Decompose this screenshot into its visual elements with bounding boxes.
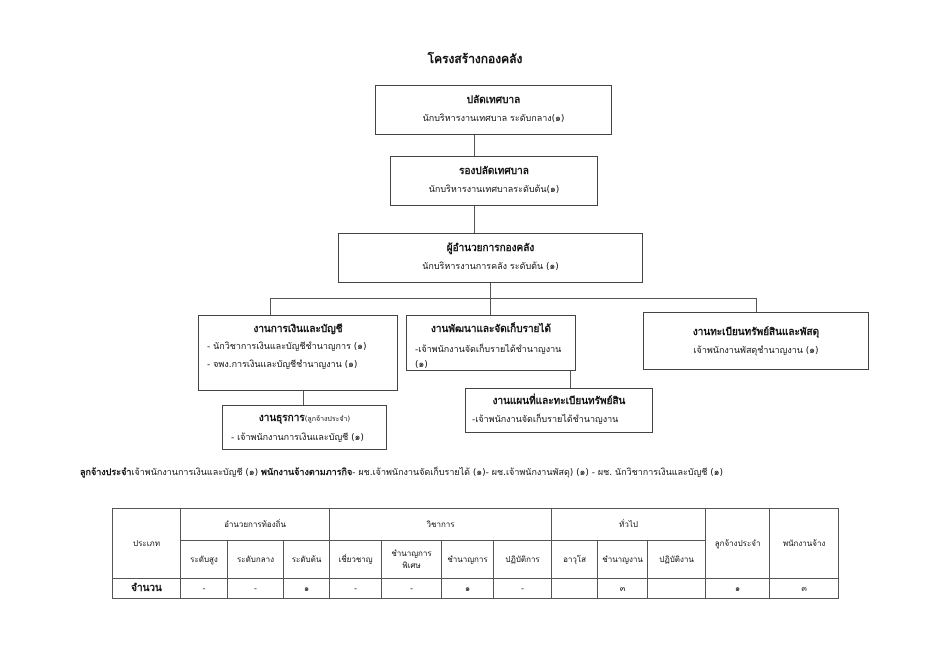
box-finance-director: ผู้อำนวยการกองคลัง นักบริหารงานการคลัง ร…: [338, 233, 643, 283]
note-label-contract: พนักงานจ้างตามภารกิจ: [261, 468, 353, 478]
subheader: อาวุโส: [551, 540, 599, 579]
type-header: ประเภท: [112, 508, 181, 579]
count-cell: -: [381, 578, 443, 599]
box-heading: งานแผนที่และทะเบียนทรัพย์สิน: [492, 396, 626, 407]
branch-drop-left: [270, 298, 271, 316]
count-cell: ๑: [705, 578, 771, 599]
subheader: เชี่ยวชาญ: [329, 540, 383, 579]
count-cell: [551, 578, 599, 599]
count-cell: ๓: [597, 578, 649, 599]
branch-drop-middle: [490, 298, 491, 316]
connector-2-3: [474, 206, 475, 234]
box-heading: งานธุรการ(ลูกจ้างประจำ): [223, 411, 386, 427]
box-line: - เจ้าพนักงานการเงินและบัญชี (๑): [231, 433, 364, 443]
subheader: ระดับสูง: [180, 540, 228, 579]
subheader: ชำนาญการ: [441, 540, 495, 579]
box-line: นักบริหารงานเทศบาลระดับต้น(๑): [428, 185, 560, 195]
box-line: เจ้าพนักงานพัสดุชำนาญงาน (๑): [693, 346, 819, 356]
connector-3-branch: [490, 282, 491, 299]
branch-horizontal: [270, 298, 756, 299]
connector-revenue-map: [570, 370, 571, 388]
subheader: ปฏิบัติการ: [493, 540, 553, 579]
box-general-admin: งานธุรการ(ลูกจ้างประจำ) - เจ้าพนักงานการ…: [222, 405, 387, 450]
group-header-academic: วิชาการ: [329, 508, 553, 541]
box-line: -เจ้าพนักงานจัดเก็บรายได้ชำนาญงาน: [472, 415, 619, 425]
subheader: ระดับกลาง: [227, 540, 284, 579]
branch-drop-right: [756, 298, 757, 313]
staff-count-table: ประเภท อำนวยการท้องถิ่น วิชาการ ทั่วไป ล…: [112, 508, 840, 599]
subheader: ปฏิบัติงาน: [647, 540, 707, 579]
box-line: -เจ้าพนักงานจัดเก็บรายได้ชำนาญงาน (๑): [415, 345, 562, 370]
box-line: - นักวิชาการเงินและบัญชีชำนาญการ (๑): [207, 342, 367, 352]
box-line: - จพง.การเงินและบัญชีชำนาญงาน (๑): [207, 360, 358, 370]
box-heading: ผู้อำนวยการกองคลัง: [446, 243, 535, 254]
connector-1-2: [474, 134, 475, 156]
box-deputy-clerk: รองปลัดเทศบาล นักบริหารงานเทศบาลระดับต้น…: [390, 156, 598, 206]
count-cell: ๑: [282, 578, 331, 599]
box-heading: งานพัฒนาและจัดเก็บรายได้: [431, 324, 551, 335]
count-cell: -: [329, 578, 383, 599]
group-header-local-admin: อำนวยการท้องถิ่น: [179, 508, 331, 541]
group-header-general: ทั่วไป: [551, 508, 707, 541]
count-cell: -: [180, 578, 228, 599]
count-row-label: จำนวน: [112, 578, 181, 599]
box-heading-main: งานธุรการ: [258, 413, 305, 424]
box-finance-accounting: งานการเงินและบัญชี - นักวิชาการเงินและบั…: [198, 315, 398, 391]
group-header-permanent-employee: ลูกจ้างประจำ: [705, 508, 771, 579]
box-heading: งานทะเบียนทรัพย์สินและพัสดุ: [692, 327, 820, 338]
connector-finance-admin: [303, 390, 304, 405]
box-municipal-clerk: ปลัดเทศบาล นักบริหารงานเทศบาล ระดับกลาง(…: [375, 85, 612, 135]
box-asset-registry: งานทะเบียนทรัพย์สินและพัสดุ เจ้าพนักงานพ…: [643, 312, 869, 370]
subheader: ระดับต้น: [282, 540, 331, 579]
box-line: นักบริหารงานเทศบาล ระดับกลาง(๑): [422, 114, 565, 124]
box-heading: ปลัดเทศบาล: [466, 95, 521, 106]
note-label-permanent: ลูกจ้างประจำ: [80, 468, 132, 478]
box-heading: งานการเงินและบัญชี: [253, 324, 343, 335]
note-text-contract: - ผช.เจ้าพนักงานจัดเก็บรายได้ (๑)- ผช.เจ…: [352, 468, 723, 478]
subheader: ชำนาญงาน: [597, 540, 649, 579]
count-cell: -: [227, 578, 284, 599]
box-heading: รองปลัดเทศบาล: [459, 166, 529, 177]
group-header-contract-employee: พนักงานจ้าง: [769, 508, 840, 579]
note-text-permanent: เจ้าพนักงานการเงินและบัญชี (๑): [131, 468, 262, 478]
box-map-asset-registry: งานแผนที่และทะเบียนทรัพย์สิน -เจ้าพนักงา…: [465, 388, 653, 433]
count-cell: -: [493, 578, 553, 599]
subheader: ชำนาญการพิเศษ: [381, 540, 443, 579]
page-title: โครงสร้างกองคลัง: [427, 52, 523, 66]
count-cell: ๑: [441, 578, 495, 599]
count-cell: ๓: [769, 578, 840, 599]
box-line: นักบริหารงานการคลัง ระดับต้น (๑): [422, 262, 559, 272]
box-heading-note: (ลูกจ้างประจำ): [304, 415, 351, 423]
staff-note: ลูกจ้างประจำเจ้าพนักงานการเงินและบัญชี (…: [80, 465, 930, 479]
box-revenue-development: งานพัฒนาและจัดเก็บรายได้ -เจ้าพนักงานจัด…: [406, 315, 576, 371]
count-cell: [647, 578, 707, 599]
